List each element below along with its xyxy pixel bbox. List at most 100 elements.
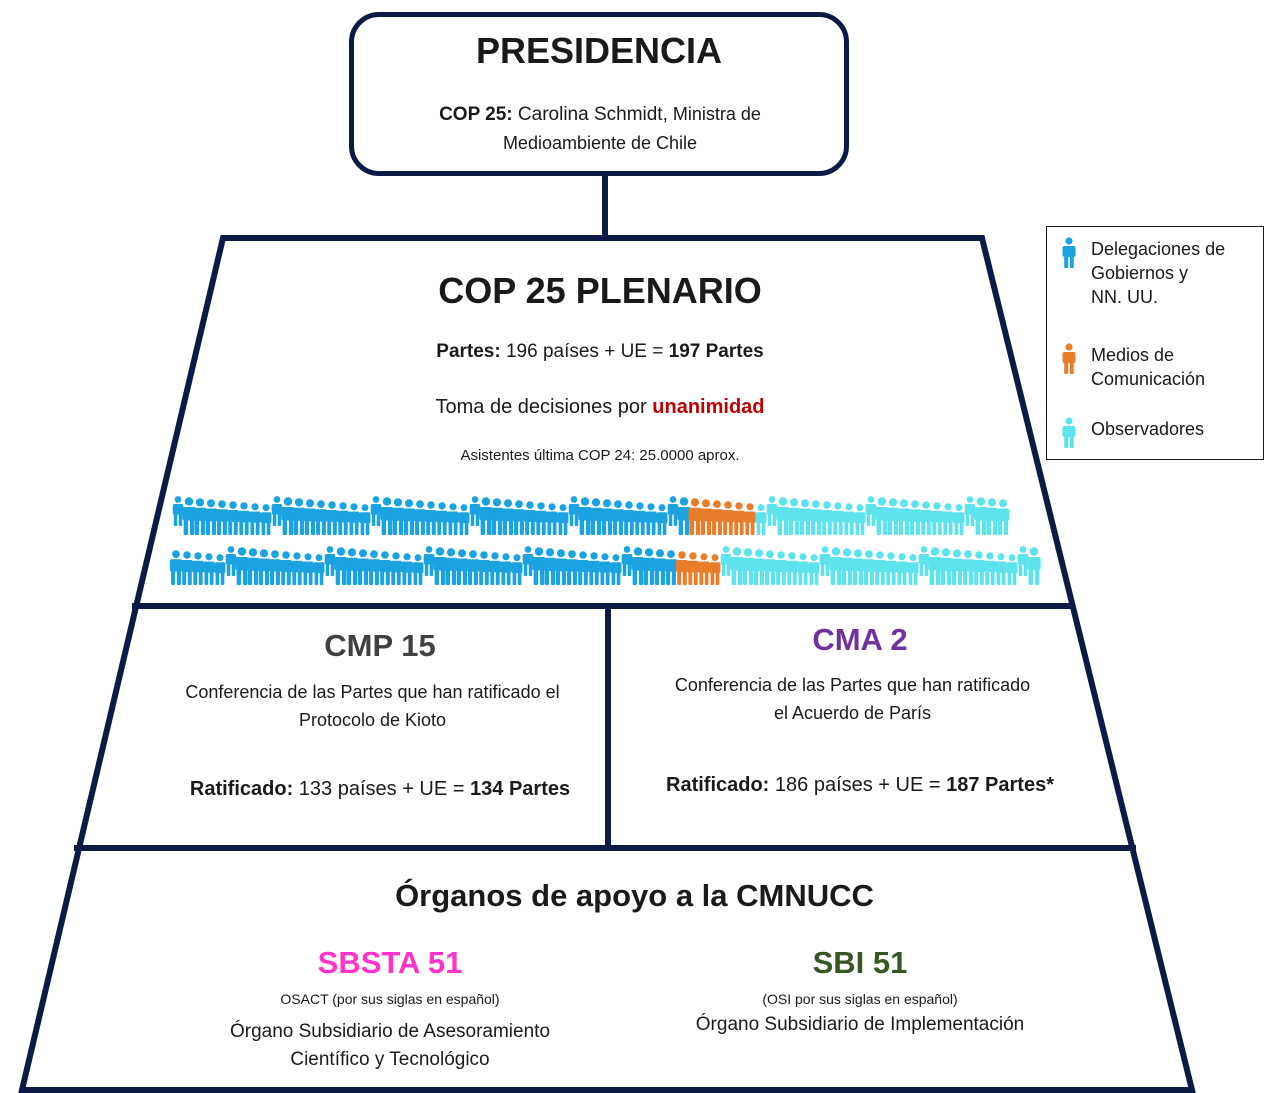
person-icon xyxy=(961,550,975,585)
person-icon xyxy=(554,549,568,585)
legend-text: Observadores xyxy=(1091,419,1205,439)
person-icon xyxy=(235,547,249,585)
president-name: Carolina Schmidt, xyxy=(512,104,668,125)
person-icon xyxy=(776,497,790,535)
person-icon xyxy=(225,546,237,576)
person-icon xyxy=(950,549,964,585)
person-icon xyxy=(227,501,239,535)
cmp-rat-label: Ratificado: xyxy=(189,778,294,800)
person-icon xyxy=(324,546,336,576)
person-icon xyxy=(1017,546,1029,576)
person-icon xyxy=(181,551,193,585)
person-icon xyxy=(359,504,371,535)
person-icon xyxy=(984,552,996,585)
cma-rat-total: 187 Partes* xyxy=(946,774,1054,796)
legend-text: Comunicación xyxy=(1091,369,1206,389)
person-icon xyxy=(302,553,314,585)
partes-total: 197 Partes xyxy=(668,341,764,362)
person-icon xyxy=(621,546,633,576)
person-icon xyxy=(710,500,724,535)
sbi-siglas: (OSI por sus siglas en español) xyxy=(762,991,958,1007)
person-icon xyxy=(840,548,854,585)
person-icon xyxy=(730,547,744,585)
person-icon xyxy=(169,550,183,585)
cmp-description: Conferencia de las Partes que han ratifi… xyxy=(150,678,595,734)
cma-title: CMA 2 xyxy=(812,622,908,657)
organos-title: Órganos de apoyo a la CMNUCC xyxy=(395,878,874,913)
person-icon xyxy=(996,499,1010,535)
person-icon xyxy=(401,553,413,585)
person-icon xyxy=(337,502,349,535)
cma-description: Conferencia de las Partes que han ratifi… xyxy=(630,671,1075,727)
person-icon xyxy=(928,547,942,585)
presidencia-box xyxy=(349,12,849,176)
cma-rat-label: Ratificado: xyxy=(666,774,770,796)
person-icon xyxy=(292,498,306,535)
legend-label-observadores: Observadores xyxy=(1091,417,1251,441)
person-icon xyxy=(720,546,732,576)
legend-text: Gobiernos y xyxy=(1091,263,1189,283)
person-icon xyxy=(313,554,325,585)
person-icon xyxy=(314,500,328,535)
person-icon xyxy=(698,553,710,585)
plenario-asistentes: Asistentes última COP 24: 25.0000 aprox. xyxy=(460,447,740,464)
decision-highlight: unanimidad xyxy=(652,396,765,418)
person-icon xyxy=(588,552,600,585)
person-icon xyxy=(763,550,777,585)
person-icon xyxy=(478,551,490,585)
attendees-crowd xyxy=(169,496,1041,585)
person-icon xyxy=(281,497,295,535)
decision-text: Toma de decisiones por xyxy=(435,396,653,418)
person-icon xyxy=(843,503,855,535)
president-role-line2: Medioambiente de Chile xyxy=(502,133,698,153)
president-role-line1: Ministra de xyxy=(667,104,761,124)
sbi-title: SBI 51 xyxy=(812,945,908,980)
person-icon xyxy=(260,504,272,535)
person-icon xyxy=(667,496,679,526)
person-icon xyxy=(215,500,229,535)
legend-item-observadores: Observadores xyxy=(1059,417,1251,449)
person-icon xyxy=(423,546,435,576)
person-icon xyxy=(367,550,381,585)
sbsta-siglas: OSACT (por sus siglas en español) xyxy=(280,991,500,1007)
cmp-desc-line1: Conferencia de las Partes que han ratifi… xyxy=(185,682,560,702)
person-icon xyxy=(203,553,215,585)
person-icon xyxy=(611,500,625,535)
person-icon xyxy=(787,498,801,535)
person-icon xyxy=(722,501,734,535)
person-icon xyxy=(204,499,218,535)
person-icon xyxy=(455,549,469,585)
person-icon xyxy=(752,549,766,585)
person-icon xyxy=(413,500,427,535)
person-icon xyxy=(821,501,833,535)
person-icon xyxy=(345,548,359,585)
partes-label: Partes: xyxy=(436,341,501,362)
person-icon xyxy=(578,497,592,535)
person-icon xyxy=(755,504,767,535)
person-icon xyxy=(610,554,622,585)
person-icon xyxy=(964,496,976,526)
person-icon xyxy=(469,496,481,526)
legend-text: NN. UU. xyxy=(1091,287,1158,307)
person-icon xyxy=(565,550,579,585)
cmp-rat-text: 133 países + UE = xyxy=(293,778,471,800)
person-icon xyxy=(851,549,865,585)
person-icon xyxy=(182,497,196,535)
person-icon xyxy=(348,503,360,535)
person-icon xyxy=(466,550,480,585)
cmp-desc-line2: Protocolo de Kioto xyxy=(298,710,447,730)
person-icon xyxy=(458,504,470,535)
cmp-rat-total: 134 Partes xyxy=(470,778,571,800)
sbsta-title: SBSTA 51 xyxy=(317,945,463,980)
person-icon xyxy=(687,552,699,585)
person-icon xyxy=(433,547,447,585)
person-icon xyxy=(786,552,798,585)
person-icon xyxy=(425,501,437,535)
legend-label-medios: Medios de Comunicación xyxy=(1091,343,1251,391)
person-icon xyxy=(995,553,1007,585)
person-icon xyxy=(280,551,292,585)
person-icon xyxy=(874,551,886,585)
legend-item-delegaciones: Delegaciones de Gobiernos y NN. UU. xyxy=(1059,237,1251,309)
person-icon xyxy=(522,546,534,576)
person-icon xyxy=(334,547,348,585)
